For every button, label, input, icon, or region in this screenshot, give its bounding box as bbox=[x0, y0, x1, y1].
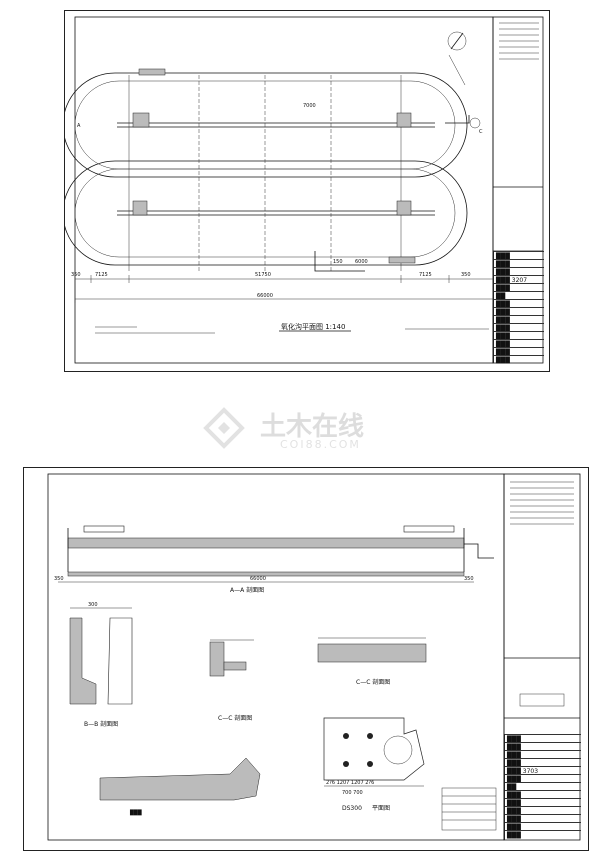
title-block-row: ███ bbox=[494, 323, 544, 333]
aa-dim-overall: 66000 bbox=[250, 576, 266, 582]
cc-dim: 2?6 1207 1207 2?6 bbox=[326, 780, 374, 786]
title-block-bottom: ███ ███ ███ ███ ███ 3703 ███ ██ ███ ███ … bbox=[504, 734, 581, 840]
title-block-row: ███ 3207 bbox=[494, 275, 544, 285]
title-block-row: ███ bbox=[494, 331, 544, 341]
aa-dim-left: 350 bbox=[54, 576, 64, 582]
bottom-left-caption: ███ bbox=[129, 809, 142, 816]
drawing-sheet-top: 350 7125 51750 7125 350 66000 A C 150 60… bbox=[64, 10, 550, 372]
watermark: 土木在线 COI88.COM bbox=[196, 400, 416, 456]
title-block-row: ██ bbox=[494, 291, 544, 301]
ds300-suffix: 平面图 bbox=[372, 805, 390, 812]
section-cc-small-title: C—C 剖面图 bbox=[218, 714, 252, 722]
title-block-row: ███ bbox=[505, 790, 581, 800]
dim-center-span: 51750 bbox=[255, 272, 271, 278]
aa-dim-right: 350 bbox=[464, 576, 474, 582]
title-block-heading: ███ bbox=[505, 734, 581, 744]
plan-caption: 氧化沟平面图 1:140 bbox=[281, 322, 345, 331]
drawing-sheet-bottom: 350 66000 350 A—A 剖面图 300 B—B 剖面图 C—C 剖面… bbox=[23, 467, 589, 851]
title-block-row: ███ bbox=[505, 750, 581, 760]
title-block-row: ███ 3703 bbox=[505, 766, 581, 776]
title-block-row: ███ bbox=[505, 830, 581, 840]
title-block-top: ███ ███ ███ ███ 3207 ███ ██ ███ ███ ███ … bbox=[493, 251, 544, 365]
dim-right-span: 7125 bbox=[419, 272, 432, 278]
label-wall-a: A bbox=[77, 123, 81, 129]
title-block-row: ██ bbox=[505, 782, 581, 792]
title-block-row: ███ bbox=[494, 283, 544, 293]
section-details: 350 66000 350 A—A 剖面图 300 B—B 剖面图 C—C 剖面… bbox=[47, 473, 581, 841]
title-block-row: ███ bbox=[494, 299, 544, 309]
title-block-row: ███ bbox=[494, 315, 544, 325]
title-block-row: ███ bbox=[494, 307, 544, 317]
title-block-row: ███ bbox=[505, 742, 581, 752]
section-cc-title: C—C 剖面图 bbox=[356, 678, 390, 686]
ds300-label: DS300 bbox=[342, 805, 362, 812]
title-block-row: ███ bbox=[505, 798, 581, 808]
oxidation-ditch-plan: 350 7125 51750 7125 350 66000 A C 150 60… bbox=[65, 16, 544, 364]
title-block-row: ███ bbox=[494, 267, 544, 277]
watermark-brand-en: COI88.COM bbox=[280, 438, 361, 451]
label-section-c: C bbox=[479, 129, 483, 135]
title-block-row: ███ bbox=[494, 355, 544, 365]
bb-dim-300: 300 bbox=[88, 602, 98, 608]
title-block-row: ███ bbox=[494, 339, 544, 349]
title-block-row: ███ bbox=[505, 774, 581, 784]
title-block-row: ███ bbox=[494, 347, 544, 357]
title-block-row: ███ bbox=[505, 822, 581, 832]
watermark-logo-icon bbox=[203, 407, 245, 449]
section-aa-title: A—A 剖面图 bbox=[230, 586, 264, 594]
section-bb-title: B—B 剖面图 bbox=[84, 720, 118, 728]
dim-left-span: 7125 bbox=[95, 272, 108, 278]
dim-overall: 66000 bbox=[257, 293, 273, 299]
title-block-row: ███ bbox=[494, 259, 544, 269]
title-block-row: ███ bbox=[505, 758, 581, 768]
dim-right-edge: 350 bbox=[461, 272, 471, 278]
watermark-brand-cn: 土木在线 bbox=[260, 412, 365, 442]
title-block-row: ███ bbox=[505, 806, 581, 816]
title-block-row: ███ bbox=[505, 814, 581, 824]
dim-left-edge: 350 bbox=[71, 272, 81, 278]
label-width-7000: 7000 bbox=[303, 103, 316, 109]
label-pipe-150: 150 bbox=[333, 259, 343, 265]
cc-dim-700: 700 700 bbox=[342, 790, 363, 796]
label-pipe-6000: 6000 bbox=[355, 259, 368, 265]
title-block-heading: ███ bbox=[494, 251, 544, 261]
